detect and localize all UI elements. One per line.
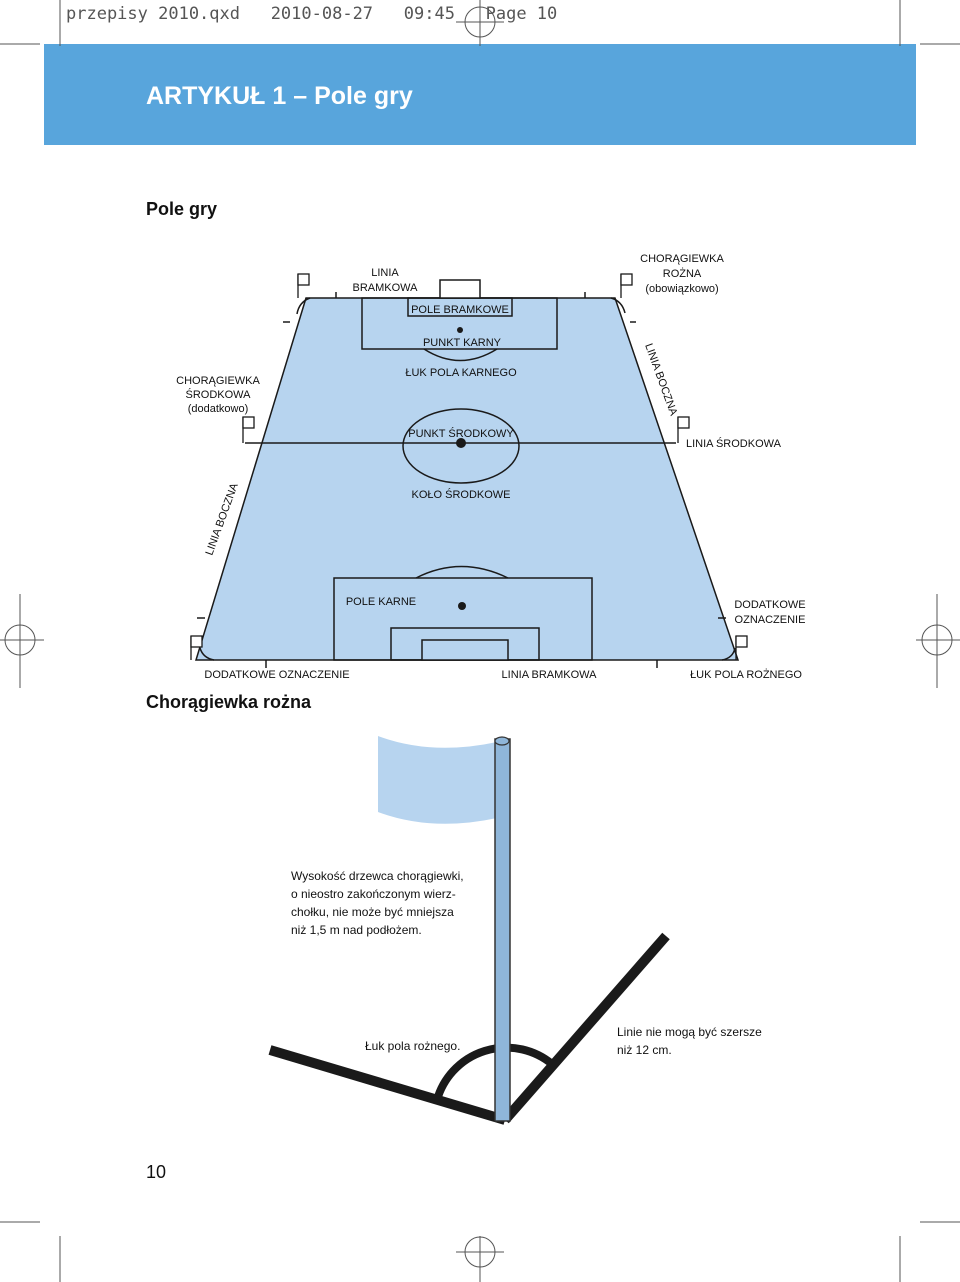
label-goal-area: POLE BRAMKOWE [411, 304, 509, 316]
label-corner-flag-1: CHORĄGIEWKA [640, 253, 724, 265]
print-slug: przepisy 2010.qxd 2010-08-27 09:45 Page … [66, 4, 558, 24]
page-title: ARTYKUŁ 1 – Pole gry [146, 82, 413, 110]
corner-arc-bottom-right [721, 647, 736, 661]
flag-pole [494, 738, 511, 1122]
penalty-arc-bottom [415, 565, 509, 579]
label-extra-marks-bottom: DODATKOWE OZNACZENIE [204, 669, 349, 681]
height-note-2: o nieostro zakończonym wierz- [291, 887, 456, 901]
label-corner-flag-3: (obowiązkowo) [645, 283, 718, 295]
section-title-field: Pole gry [146, 199, 218, 219]
corner-flag-bottom-left [190, 635, 203, 648]
corner-flag-detail [268, 736, 670, 1125]
line-width-note-2: niż 12 cm. [617, 1043, 672, 1057]
label-penalty-mark: PUNKT KARNY [423, 337, 502, 349]
label-penalty-arc: ŁUK POLA KARNEGO [405, 367, 517, 379]
page-number: 10 [146, 1162, 167, 1182]
pitch [194, 279, 740, 668]
label-goal-line-bottom: LINIA BRAMKOWA [502, 669, 598, 681]
height-note-1: Wysokość drzewca chorągiewki, [291, 869, 464, 883]
height-note-3: chołku, nie może być mniejsza [291, 905, 454, 919]
label-centre-mark: PUNKT ŚRODKOWY [408, 427, 514, 440]
label-corner-arc: ŁUK POLA ROŻNEGO [690, 668, 802, 681]
line-left [268, 1045, 507, 1125]
label-goal-line-top-1: LINIA [371, 267, 399, 279]
corner-arc-top-left [296, 297, 311, 315]
centre-mark [456, 438, 466, 448]
corner-flag-top-left [297, 273, 310, 286]
pitch-flags [190, 273, 748, 660]
label-halfway-line: LINIA ŚRODKOWA [686, 437, 782, 450]
line-width-note-1: Linie nie mogą być szersze [617, 1025, 762, 1039]
goal-top [439, 279, 481, 299]
flag-pole-top [494, 736, 510, 746]
label-halfway-flag-2: ŚRODKOWA [186, 388, 252, 401]
penalty-arc-top [423, 348, 498, 362]
goal-bottom [421, 639, 509, 661]
header-band [44, 44, 916, 145]
corner-arc-bottom-left [199, 647, 215, 661]
corner-flag-bottom-right [735, 635, 748, 648]
label-halfway-flag-3: (dodatkowo) [188, 403, 249, 415]
penalty-mark-bottom [458, 602, 466, 610]
corner-flag-top-right [620, 273, 633, 286]
corner-arc-detail [433, 1043, 555, 1102]
label-halfway-flag-1: CHORĄGIEWKA [176, 375, 260, 387]
section-title-corner-flag: Chorągiewka rożna [146, 692, 312, 712]
label-penalty-area: POLE KARNE [346, 596, 416, 608]
halfway-flag-right [677, 416, 690, 429]
centre-circle [402, 408, 520, 484]
penalty-mark-top [457, 327, 463, 333]
label-extra-marks-right-2: OZNACZENIE [735, 614, 806, 626]
corner-arc-note: Łuk pola rożnego. [365, 1039, 460, 1053]
flag-cloth [378, 736, 497, 824]
label-extra-marks-right-1: DODATKOWE [734, 599, 805, 611]
label-goal-line-top-2: BRAMKOWA [353, 282, 419, 294]
label-corner-flag-2: ROŻNA [663, 267, 702, 280]
height-note-4: niż 1,5 m nad podłożem. [291, 923, 422, 937]
line-right [501, 932, 670, 1124]
label-centre-circle: KOŁO ŚRODKOWE [411, 488, 510, 501]
halfway-flag-left [242, 416, 255, 429]
corner-arc-top-right [610, 297, 626, 314]
